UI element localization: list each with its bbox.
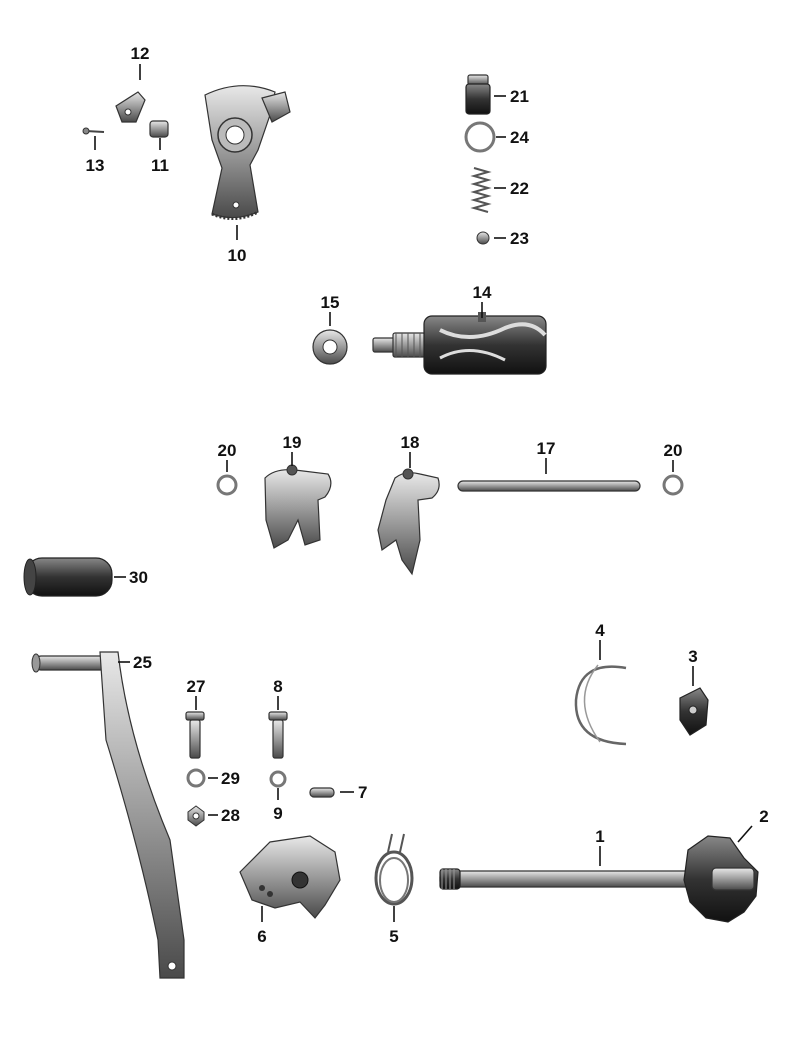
- callout-2: 2: [759, 807, 768, 826]
- part-24-o-ring: [464, 121, 496, 153]
- part-18-shift-fork: [377, 468, 440, 576]
- part-8-bolt: [268, 711, 288, 759]
- part-11-bracket: [115, 91, 146, 123]
- callout-1: 1: [595, 827, 604, 846]
- part-9-washer: [269, 770, 287, 788]
- part-7-pin: [309, 787, 335, 798]
- part-17-shaft: [457, 480, 641, 492]
- callout-22: 22: [510, 179, 529, 198]
- part-19-shift-fork: [264, 464, 332, 549]
- callout-12: 11: [151, 156, 169, 175]
- callout-6: 6: [257, 927, 266, 946]
- part-25-kick-lever: [31, 651, 185, 979]
- part-20-washer-right: [662, 474, 684, 496]
- callout-11: 12: [131, 44, 150, 63]
- callout-28: 28: [221, 806, 240, 825]
- part-3-block: [679, 687, 709, 736]
- part-27-bolt: [185, 711, 205, 759]
- leader-2: [737, 825, 753, 843]
- callout-20-left: 20: [218, 441, 237, 460]
- part-13-screw: [82, 127, 105, 135]
- leader-lines: [94, 64, 753, 922]
- callout-13: 13: [86, 156, 105, 175]
- callout-27: 27: [187, 677, 206, 696]
- callout-7: 7: [358, 783, 367, 802]
- callout-8: 8: [273, 677, 282, 696]
- part-28-nut: [187, 805, 205, 827]
- callout-17: 17: [537, 439, 556, 458]
- callout-5: 5: [389, 927, 398, 946]
- part-12-block: [149, 120, 169, 138]
- part-2-ratchet-gear: [683, 835, 759, 923]
- part-21-plug: [465, 74, 491, 115]
- callout-10: 10: [228, 246, 247, 265]
- part-10-gear-quadrant: [204, 85, 291, 220]
- part-6-ratchet: [239, 835, 341, 919]
- part-4-wire-clip: [574, 664, 627, 746]
- part-22-spring: [470, 167, 492, 213]
- callout-18: 18: [401, 433, 420, 452]
- callout-30: 30: [129, 568, 148, 587]
- part-5-torsion-spring: [374, 833, 414, 906]
- callout-25: 25: [133, 653, 152, 672]
- callout-19: 19: [283, 433, 302, 452]
- callout-24: 24: [510, 128, 529, 147]
- callout-4: 4: [595, 621, 605, 640]
- callout-21: 21: [510, 87, 529, 106]
- part-20-washer-left: [216, 474, 238, 496]
- part-15-washer: [312, 329, 348, 365]
- callout-14: 14: [473, 283, 492, 302]
- part-14-shift-drum: [372, 312, 547, 375]
- callout-3: 3: [688, 647, 697, 666]
- part-1-kickstart-shaft: [439, 868, 695, 890]
- callout-20-right: 20: [664, 441, 683, 460]
- callout-23: 23: [510, 229, 529, 248]
- part-23-ball: [476, 231, 490, 245]
- callout-15: 15: [321, 293, 340, 312]
- part-30-rubber-grip: [23, 557, 113, 597]
- callout-9: 9: [273, 804, 282, 823]
- callout-29: 29: [221, 769, 240, 788]
- part-29-washer: [186, 768, 206, 788]
- callout-labels: 12 11 13 10 21 24 22 23 15 14 20 19 18 1…: [86, 44, 769, 946]
